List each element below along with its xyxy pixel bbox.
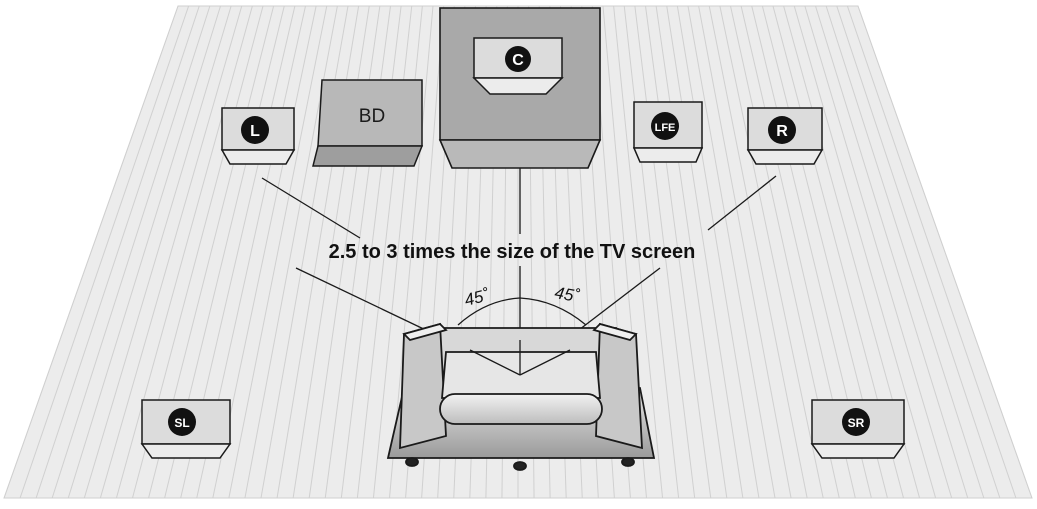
speaker-surround-left-badge (168, 408, 196, 436)
floor-stripe (115, 6, 253, 498)
speaker-center: C (472, 37, 564, 95)
floor-stripe (698, 6, 792, 498)
sofa-foot-center (513, 461, 527, 471)
angle-label-right: 45˚ (553, 283, 581, 306)
speaker-left-badge (241, 116, 269, 144)
floor-stripe (623, 6, 680, 498)
floor-stripe (846, 6, 1017, 498)
floor-stripe (793, 6, 937, 498)
speaker-right-label: R (776, 123, 788, 140)
floor-stripe (634, 6, 696, 498)
bd-player-label: BD (359, 106, 385, 127)
speaker-surround-right-label: SR (848, 416, 865, 430)
sofa-arm-left-top (402, 322, 448, 342)
floor-stripe (857, 6, 1032, 498)
floor-stripe (228, 6, 328, 498)
sofa-foot-right (621, 457, 635, 467)
viewer-line-left (469, 349, 521, 376)
speaker-right: R (746, 107, 824, 165)
floor-stripe (708, 6, 808, 498)
speaker-subwoofer-label: LFE (655, 122, 676, 134)
floor-stripe (825, 6, 985, 498)
floor-stripe (666, 6, 744, 498)
speaker-surround-right-front (810, 443, 906, 459)
speaker-subwoofer-badge (651, 112, 679, 140)
floor-stripe (687, 6, 776, 498)
speaker-surround-left-front (140, 443, 232, 459)
floor-stripe (815, 6, 969, 498)
sofa (386, 322, 656, 471)
speaker-center-badge (505, 46, 531, 72)
bd-player: BD (312, 79, 424, 167)
speaker-center-front (472, 77, 564, 95)
floor-stripe (613, 6, 664, 498)
angle-arc-left (457, 297, 521, 326)
floor-stripe (99, 6, 243, 498)
floor-stripe (83, 6, 232, 498)
speaker-left-label: L (250, 123, 260, 140)
speaker-subwoofer-front (632, 147, 704, 163)
sofa-cushion (439, 393, 603, 425)
floor-stripe (19, 6, 190, 498)
speaker-surround-right: SR (810, 399, 906, 459)
floor-stripe (645, 6, 712, 498)
speaker-surround-left-label: SL (174, 416, 189, 430)
sofa-arm-right-top (592, 322, 638, 342)
floor-stripe (836, 6, 1001, 498)
bd-player-front (312, 145, 424, 167)
angle-arc-right (519, 297, 587, 326)
speaker-surround-left: SL (140, 399, 232, 459)
floor-stripe (67, 6, 221, 498)
viewer-line-right (519, 349, 571, 376)
tv-cabinet-bottom (438, 139, 602, 169)
speaker-right-front (746, 149, 824, 165)
speaker-subwoofer: LFE (632, 101, 704, 163)
right-line-upper (707, 175, 777, 231)
viewer-lines (469, 340, 571, 376)
floor-stripe (676, 6, 760, 498)
sofa-arm-left (399, 322, 447, 450)
speaker-right-badge (768, 116, 796, 144)
sofa-arm-right (595, 322, 643, 450)
floor-stripe (804, 6, 953, 498)
floor-stripe (35, 6, 200, 498)
floor-stripe (4, 6, 179, 498)
sofa-foot-left (405, 457, 419, 467)
speaker-left-front (220, 149, 296, 165)
speaker-surround-right-badge (842, 408, 870, 436)
floor-stripe (719, 6, 824, 498)
left-line-upper (261, 177, 361, 239)
speaker-left: L (220, 107, 296, 165)
floor-stripe (655, 6, 728, 498)
floor-stripe (51, 6, 211, 498)
distance-label: 2.5 to 3 times the size of the TV screen (329, 241, 696, 263)
speaker-center-label: C (512, 52, 524, 69)
